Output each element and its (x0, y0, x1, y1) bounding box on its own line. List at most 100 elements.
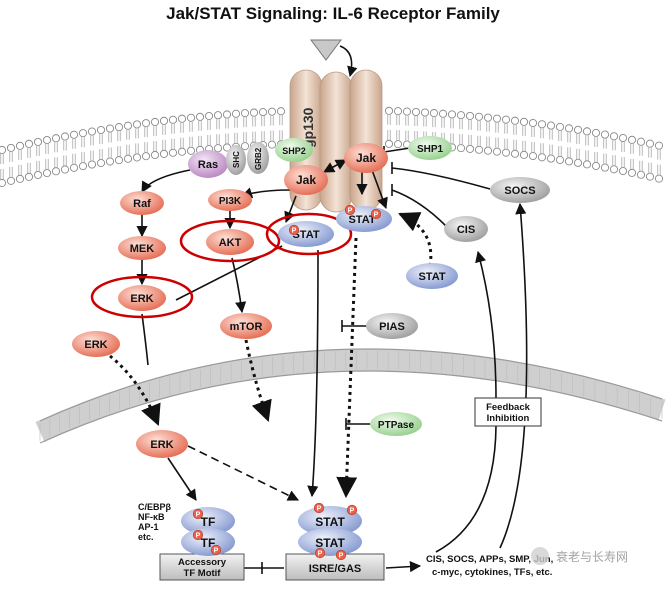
lipid-head (69, 163, 79, 172)
lipid-tail (279, 115, 283, 141)
lipid-head (600, 163, 610, 172)
ras-node (188, 150, 228, 178)
lipid-head (456, 144, 466, 153)
lipid-head (429, 109, 439, 118)
lipid-tail (144, 127, 148, 153)
mtor-node (220, 313, 272, 339)
lipid-tail (72, 138, 76, 164)
pias-node (366, 313, 418, 339)
lipid-tail (135, 128, 139, 154)
lipid-head (87, 160, 97, 169)
lipid-head (87, 127, 97, 136)
lipid-head (384, 106, 394, 115)
lipid-head (150, 117, 160, 127)
mek-label: MEK (130, 243, 155, 255)
lipid-head (78, 129, 88, 138)
phosphate-circle (288, 224, 300, 236)
phosphate-circle (370, 208, 382, 220)
lipid-head (267, 140, 277, 149)
lipid-tail (180, 122, 184, 148)
shp1-label: SHP1 (417, 144, 444, 155)
lipid-tail (225, 118, 229, 144)
ptpase-label: PTPase (378, 420, 415, 431)
lipid-head (447, 110, 457, 119)
target-genes-line1: CIS, SOCS, APPs, SMP, Jun, (426, 554, 553, 565)
pias-label: PIAS (379, 321, 405, 333)
lipid-head (393, 140, 403, 149)
stat-nuclear-bottom-label: STAT (315, 536, 345, 550)
lipid-tail (171, 123, 175, 149)
lipid-tail (486, 121, 490, 147)
lipid-head (78, 162, 88, 171)
accessory-tf-motif-box (159, 553, 245, 581)
lipid-head (591, 128, 601, 137)
lipid-tail (63, 140, 67, 166)
lipid-tail (396, 115, 400, 141)
phosphate-label: P (374, 212, 379, 219)
lipid-tail (585, 135, 589, 161)
lipid-tail (54, 142, 58, 168)
lipid-head (645, 139, 655, 148)
lipid-head (141, 152, 151, 161)
watermark: 衰老与长寿网 (531, 547, 628, 565)
akt-highlight (179, 219, 281, 263)
lipid-head (564, 157, 574, 166)
lipid-head (168, 148, 178, 157)
lipid-head (276, 107, 286, 116)
lipid-tail (612, 140, 616, 166)
lipid-head (384, 139, 394, 148)
lipid-head (204, 111, 214, 121)
tf-list-item: C/EBPβ (138, 502, 172, 512)
tf-list: C/EBPβ NF-κB AP-1 etc. (138, 502, 172, 542)
stat-highlight (265, 212, 353, 256)
lipid-tail (477, 120, 481, 146)
lipid-head (465, 144, 475, 153)
jak-left-node (284, 165, 328, 195)
lipid-head (636, 137, 646, 146)
lipid-head (582, 127, 592, 136)
phosphate-label: P (350, 508, 355, 515)
lipid-head (114, 123, 124, 132)
lipid-head (213, 144, 223, 153)
erk-node (118, 285, 166, 311)
lipid-tail (207, 120, 211, 146)
tf-list-item: etc. (138, 532, 154, 542)
lipid-head (627, 168, 637, 177)
lipid-head (6, 176, 16, 185)
feedback-inhibition-box (474, 397, 542, 427)
lipid-head (402, 107, 412, 116)
lipid-head (420, 108, 430, 117)
lipid-head (618, 133, 628, 143)
lipid-tail (387, 114, 391, 140)
lipid-tail (576, 133, 580, 159)
lipid-head (609, 132, 619, 141)
lipid-head (177, 114, 187, 123)
lipid-head (42, 168, 52, 178)
watermark-icon (531, 547, 549, 565)
lipid-tail (45, 144, 49, 170)
shc-node (226, 145, 246, 175)
nuclear-envelope-inner (39, 370, 663, 444)
stat-nuclear-top-node (298, 506, 362, 536)
watermark-text: 衰老与长寿网 (556, 549, 628, 564)
accessory-label: Accessory (178, 557, 227, 568)
lipid-head (168, 115, 178, 124)
nuclear-envelope-outer (39, 348, 663, 422)
lipid-head (564, 124, 574, 133)
lipid-tail (450, 118, 454, 144)
mtor-label: mTOR (230, 321, 263, 333)
lipid-head (15, 174, 25, 183)
lipid-tail (567, 132, 571, 158)
lipid-head (609, 165, 619, 174)
lipid-head (510, 149, 520, 158)
lipid-head (6, 143, 16, 152)
lipid-tail (0, 153, 4, 179)
mek-node (118, 236, 166, 260)
lipid-tail (99, 133, 103, 159)
erk-nuclear-node (136, 430, 188, 458)
lipid-head (105, 124, 115, 133)
shc-label: SHC (232, 151, 241, 168)
lipid-head (600, 130, 610, 139)
erk-nuclear-label: ERK (150, 439, 173, 451)
